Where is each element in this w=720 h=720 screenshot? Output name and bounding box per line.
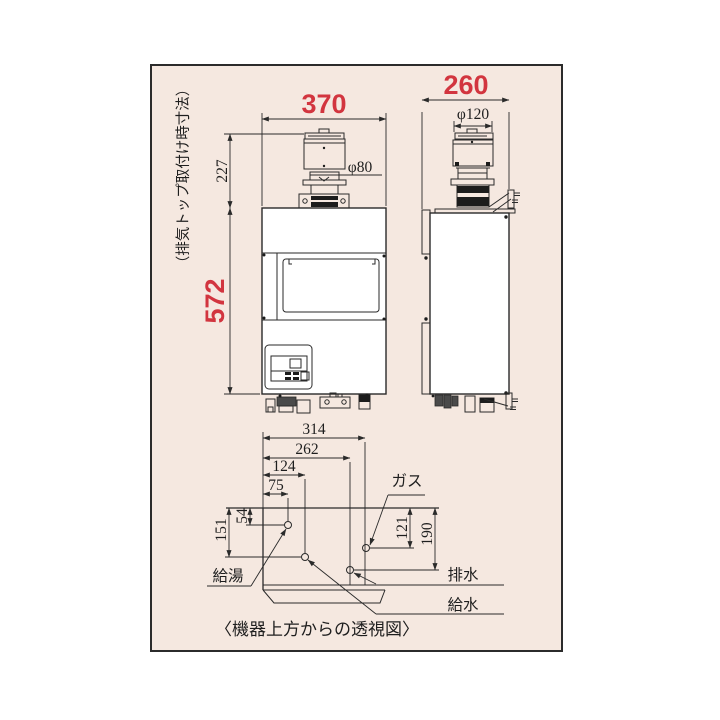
plan-caption: 〈機器上方からの透視図〉 bbox=[215, 620, 419, 639]
plan-dim-75: 75 bbox=[268, 477, 284, 494]
plan-dim-151: 151 bbox=[213, 518, 230, 541]
exhaust-top-diameter-label: φ120 bbox=[457, 106, 489, 123]
plan-dim-54: 54 bbox=[234, 508, 251, 524]
hot-water-label: 給湯 bbox=[212, 567, 243, 585]
gas-label: ガス bbox=[391, 472, 422, 490]
drain-label: 排水 bbox=[447, 566, 479, 584]
exhaust-height-dim: 227 bbox=[214, 159, 231, 183]
front-width-dim: 370 bbox=[301, 89, 346, 119]
side-view: 260 φ120 bbox=[421, 70, 520, 413]
plan-dim-124: 124 bbox=[272, 458, 296, 475]
plan-dim-314: 314 bbox=[302, 421, 326, 438]
exhaust-pipe-diameter-label: φ80 bbox=[348, 159, 373, 176]
plan-view: 314 262 124 75 54 151 121 190 ガス 給湯 bbox=[207, 421, 504, 639]
vertical-note: （排気トップ取付け時寸法） bbox=[175, 82, 192, 271]
plan-dim-121: 121 bbox=[394, 516, 411, 539]
side-depth-dim: 260 bbox=[443, 70, 488, 100]
water-supply-label: 給水 bbox=[447, 596, 479, 614]
front-view: 370 227 572 φ80 bbox=[200, 89, 387, 414]
technical-drawing: （排気トップ取付け時寸法） 370 227 572 bbox=[175, 70, 520, 639]
plan-dim-262: 262 bbox=[295, 441, 318, 458]
plan-dim-190: 190 bbox=[419, 522, 436, 546]
front-height-dim: 572 bbox=[200, 278, 230, 323]
diagram-panel: （排気トップ取付け時寸法） 370 227 572 bbox=[150, 64, 563, 652]
